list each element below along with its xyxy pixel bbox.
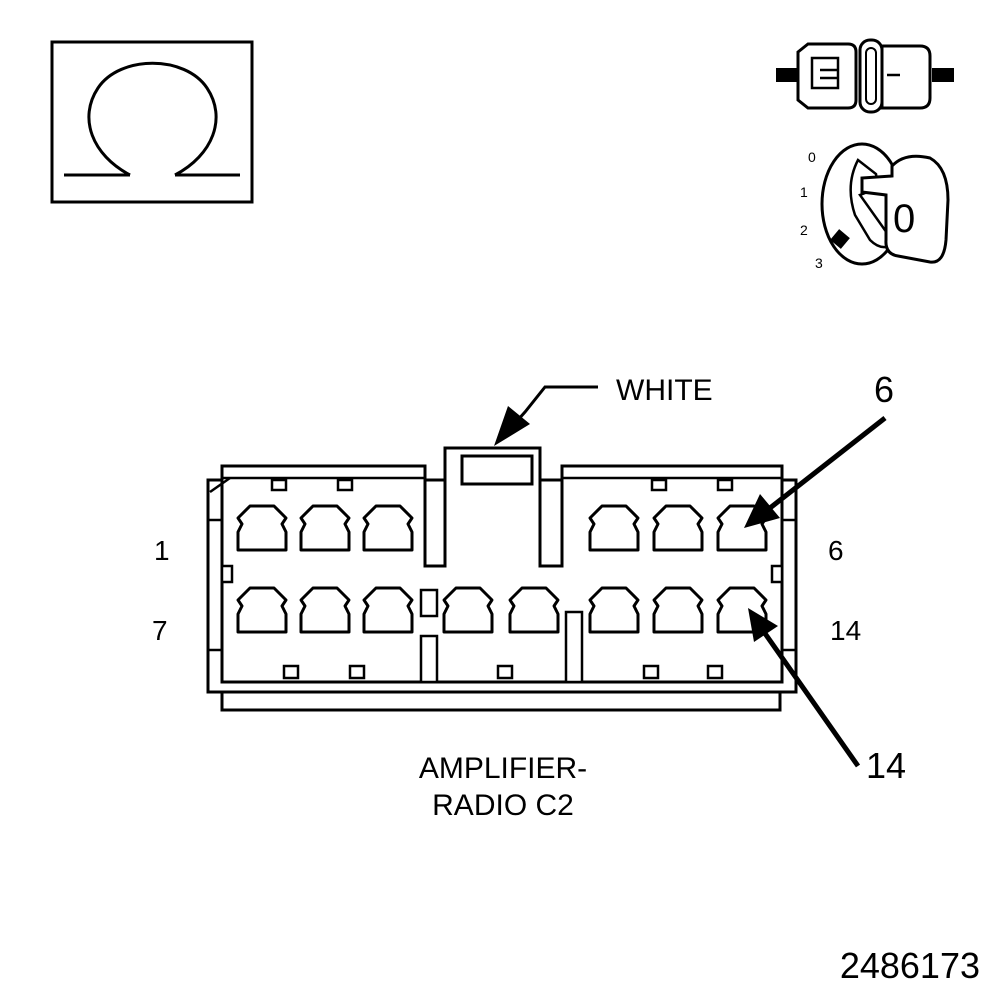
ohmmeter-symbol <box>50 40 254 204</box>
row1-left-pin-label: 1 <box>154 535 170 566</box>
terminal-cavity-3 <box>362 504 414 552</box>
terminal-cavity-2 <box>299 504 351 552</box>
figure-number: 2486173 <box>840 945 980 986</box>
callout-pin-14: 14 <box>866 745 906 786</box>
connector-name-line1: AMPLIFIER- <box>419 752 587 785</box>
terminal-cavity-4 <box>588 504 640 552</box>
ignition-position-3: 0 <box>808 149 816 165</box>
connector-body <box>206 446 798 712</box>
color-leader-line <box>494 385 598 446</box>
connector-name-line2: RADIO C2 <box>432 789 574 822</box>
terminal-cavity-10 <box>442 586 494 634</box>
pin-6-callout-arrow <box>744 416 887 528</box>
row2-right-pin-label: 14 <box>830 615 861 646</box>
omega-icon <box>64 61 240 177</box>
terminal-cavity-11 <box>508 586 560 634</box>
disconnected-connector-icon <box>776 38 954 114</box>
terminal-cavity-13 <box>652 586 704 634</box>
terminal-cavity-1 <box>236 504 288 552</box>
pin-14-callout-arrow <box>748 608 861 768</box>
callout-pin-6: 6 <box>874 369 894 410</box>
row1-right-pin-label: 6 <box>828 535 844 566</box>
terminal-cavity-7 <box>236 586 288 634</box>
terminal-cavity-12 <box>588 586 640 634</box>
ignition-key-label: 0 <box>893 197 915 241</box>
ignition-position-0: 3 <box>815 255 823 271</box>
ignition-position-2: 1 <box>800 184 808 200</box>
terminal-cavity-5 <box>652 504 704 552</box>
ignition-position-1: 2 <box>800 222 808 238</box>
connector-color-label: WHITE <box>616 374 713 407</box>
terminal-cavity-9 <box>362 586 414 634</box>
terminal-cavity-8 <box>299 586 351 634</box>
ignition-key-icon <box>820 142 950 266</box>
row2-left-pin-label: 7 <box>152 615 168 646</box>
